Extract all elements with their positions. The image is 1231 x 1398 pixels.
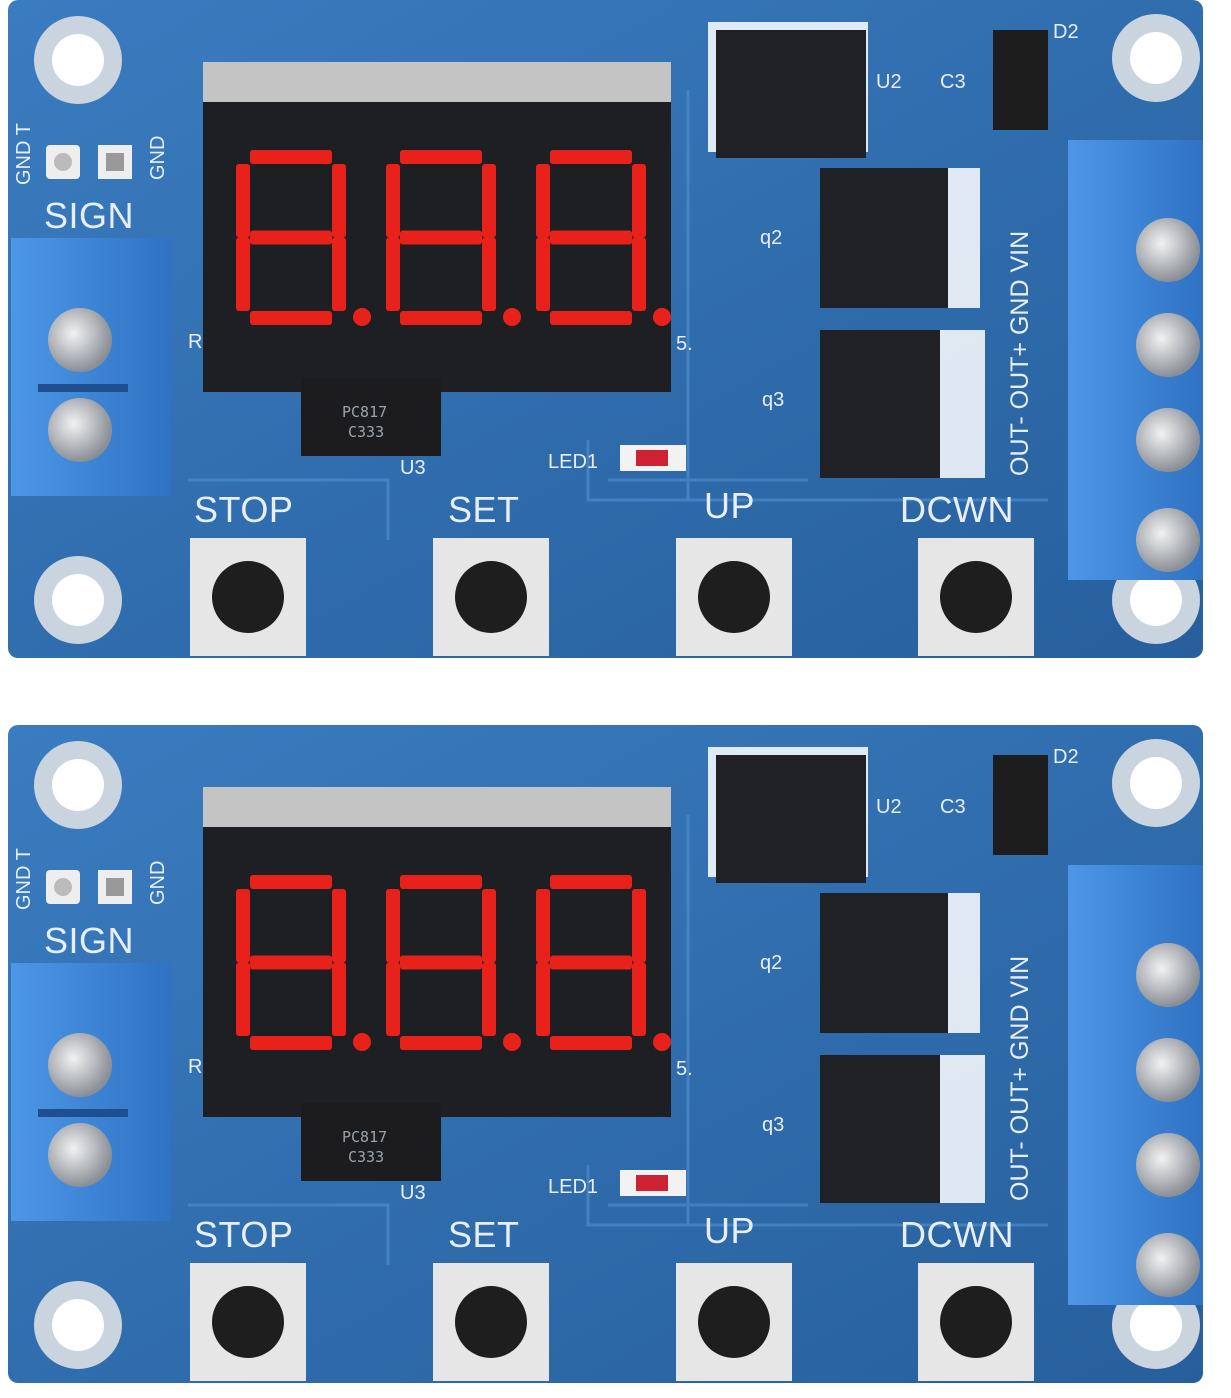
c3-label: C3 [940, 796, 966, 818]
stop-label: STOP [194, 1214, 294, 1255]
down-label: DCWN [900, 489, 1014, 530]
display-segment [250, 875, 332, 889]
display-segment [632, 237, 646, 311]
up-label: UP [704, 485, 756, 526]
relay-board-bottom: SIGN GND GND T STOP SET UP DCWN OUT- OUT… [8, 725, 1203, 1383]
q2-label: q2 [760, 227, 783, 249]
chip-marking-1: PC817 [342, 403, 388, 421]
display-segment [332, 889, 346, 963]
power-label: OUT- OUT+ GND VIN [1006, 955, 1034, 1201]
display-segment [250, 955, 332, 970]
display-segment [400, 150, 482, 164]
q2-label: q2 [760, 952, 783, 974]
mount-hole [34, 739, 1200, 1369]
display-segment [550, 1036, 632, 1050]
q3-label: q3 [762, 1114, 785, 1136]
gnd-t-label: GND T [13, 848, 35, 910]
r-label: R [188, 331, 203, 353]
display-segment [550, 150, 632, 164]
display-segment [250, 1036, 332, 1050]
down-label: DCWN [900, 1214, 1014, 1255]
display-segment [332, 164, 346, 238]
gnd-label: GND [147, 860, 169, 905]
gnd-label: GND [147, 135, 169, 180]
tact-switches [190, 538, 1034, 656]
display-segment [482, 237, 496, 311]
display-segment [632, 889, 646, 963]
set-label: SET [448, 1214, 520, 1255]
q3-label: q3 [762, 389, 785, 411]
pcb-drawing [8, 0, 1203, 658]
set-label: SET [448, 489, 520, 530]
display-segment [250, 311, 332, 325]
u3-label: U3 [400, 457, 426, 479]
up-label: UP [704, 1210, 756, 1251]
display-segment [400, 311, 482, 325]
display-segment [332, 962, 346, 1036]
decimal-point [503, 1033, 521, 1051]
display-segment [386, 164, 400, 238]
display-segment [386, 889, 400, 963]
display-segment [332, 237, 346, 311]
gnd-t-label: GND T [13, 123, 35, 185]
relay-board-top: SIGN GND GND T STOP SET UP DCWN OUT- OUT… [8, 0, 1203, 658]
display-segment [536, 889, 550, 963]
display-segment [386, 962, 400, 1036]
display-housing [203, 787, 671, 1117]
led1-label: LED1 [548, 1176, 599, 1198]
display-segment [400, 230, 482, 245]
display-housing [203, 62, 671, 392]
u3-label: U3 [400, 1182, 426, 1204]
decimal-point [653, 1033, 671, 1051]
decimal-point [353, 1033, 371, 1051]
pcb-drawing [8, 725, 1203, 1383]
decimal-point [653, 308, 671, 326]
display-segment [236, 164, 250, 238]
display-segment [400, 955, 482, 970]
c3-label: C3 [940, 71, 966, 93]
display-segment [550, 311, 632, 325]
d2-label: D2 [1053, 746, 1079, 768]
u2-label: U2 [876, 796, 902, 818]
display-segment [236, 889, 250, 963]
display-segment [536, 164, 550, 238]
display-segment [632, 962, 646, 1036]
sign-label: SIGN [44, 195, 135, 236]
display-segment [236, 962, 250, 1036]
led1-label: LED1 [548, 451, 599, 473]
stop-label: STOP [194, 489, 294, 530]
chip-marking-2: C333 [348, 1148, 385, 1166]
sign-label: SIGN [44, 920, 135, 961]
display-segment [250, 150, 332, 164]
display-segment [550, 875, 632, 889]
chip-marking-1: PC817 [342, 1128, 388, 1146]
display-segment [400, 1036, 482, 1050]
display-segment [482, 164, 496, 238]
display-segment [236, 237, 250, 311]
display-segment [632, 164, 646, 238]
display-segment [482, 889, 496, 963]
display-segment [482, 962, 496, 1036]
display-segment [536, 237, 550, 311]
display-segment [536, 962, 550, 1036]
display-segment [550, 955, 632, 970]
tact-switches [190, 1263, 1034, 1381]
decimal-point [353, 308, 371, 326]
display-segment [550, 230, 632, 245]
five-label: 5. [676, 1058, 693, 1080]
display-segment [250, 230, 332, 245]
display-segment [400, 875, 482, 889]
decimal-point [503, 308, 521, 326]
u2-label: U2 [876, 71, 902, 93]
d2-label: D2 [1053, 21, 1079, 43]
five-label: 5. [676, 333, 693, 355]
power-label: OUT- OUT+ GND VIN [1006, 230, 1034, 476]
display-segment [386, 237, 400, 311]
chip-marking-2: C333 [348, 423, 385, 441]
r-label: R [188, 1056, 203, 1078]
